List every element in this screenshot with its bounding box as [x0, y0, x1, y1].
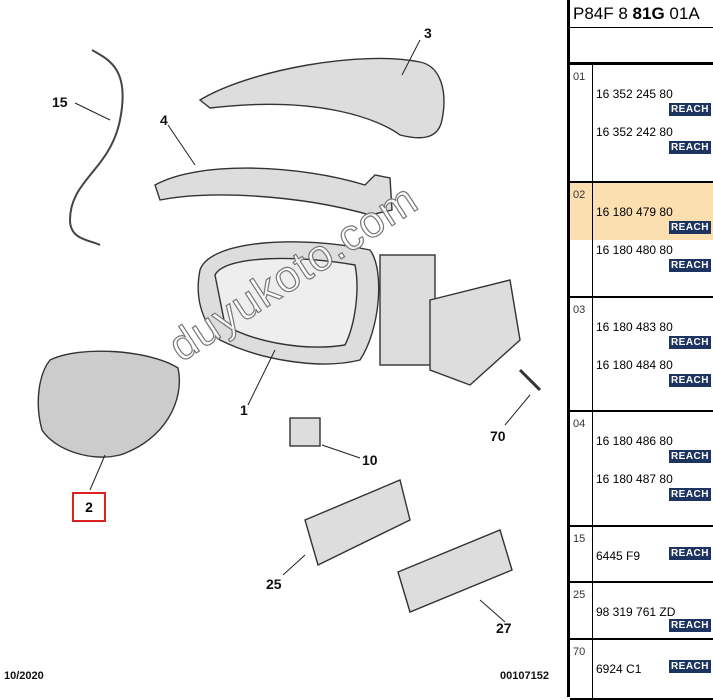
part-number[interactable]: 6924 C1: [596, 662, 642, 676]
title-suffix: 01A: [664, 4, 700, 23]
part-number[interactable]: 6445 F9: [596, 549, 641, 563]
callout-4[interactable]: 4: [160, 112, 168, 128]
row-number: 25: [570, 583, 593, 638]
mirror-assembly-drawing: [37, 39, 542, 623]
exploded-parts-diagram: duyukoto.com 3 15 4 1 2 10 70 25 27 10/2…: [4, 25, 549, 682]
reach-badge: REACH: [668, 488, 711, 501]
part-switch-27: [397, 529, 513, 613]
callout-15[interactable]: 15: [52, 94, 68, 110]
part-number[interactable]: 16 180 479 80: [596, 205, 673, 219]
part-mirror-glass: [37, 350, 180, 458]
row-number: 03: [570, 298, 593, 410]
reach-badge: REACH: [668, 141, 711, 154]
row-number: 02: [570, 183, 593, 296]
reach-badge: REACH: [668, 374, 711, 387]
reach-badge: REACH: [668, 547, 711, 560]
row-number: 04: [570, 412, 593, 525]
part-number[interactable]: 98 319 761 ZD: [596, 605, 676, 619]
callout-25[interactable]: 25: [266, 576, 282, 592]
callout-2-selected[interactable]: 2: [72, 492, 106, 522]
reach-badge: REACH: [668, 336, 711, 349]
title-prefix: P84F 8: [573, 4, 633, 23]
reach-badge: REACH: [668, 660, 711, 673]
row-number: 01: [570, 65, 593, 181]
part-trim-strip: [154, 167, 393, 216]
row-number: 70: [570, 640, 593, 698]
reach-badge: REACH: [668, 103, 711, 116]
part-wire-harness: [68, 49, 124, 246]
part-number[interactable]: 16 352 245 80: [596, 87, 673, 101]
reach-badge: REACH: [668, 221, 711, 234]
row-number: 15: [570, 527, 593, 581]
reach-badge: REACH: [668, 259, 711, 272]
callout-70[interactable]: 70: [490, 428, 506, 444]
reach-badge: REACH: [668, 619, 711, 632]
part-number[interactable]: 16 180 484 80: [596, 358, 673, 372]
table-title: P84F 8 81G 01A: [570, 0, 713, 28]
part-switch-25: [304, 479, 411, 566]
part-mirror-cover: [198, 57, 445, 139]
part-number[interactable]: 16 180 487 80: [596, 472, 673, 486]
drawing-number: 00107152: [500, 670, 549, 682]
callout-1[interactable]: 1: [240, 402, 248, 418]
table-header-blank: [570, 28, 713, 65]
callout-3[interactable]: 3: [424, 25, 432, 41]
part-number[interactable]: 16 352 242 80: [596, 125, 673, 139]
part-10: [289, 417, 321, 447]
callout-10[interactable]: 10: [362, 452, 378, 468]
diagram-date: 10/2020: [4, 670, 44, 682]
part-number[interactable]: 16 180 480 80: [596, 243, 673, 257]
callout-27[interactable]: 27: [496, 620, 512, 636]
title-bold: 81G: [632, 4, 665, 23]
part-number[interactable]: 16 180 486 80: [596, 434, 673, 448]
reach-badge: REACH: [668, 450, 711, 463]
part-number[interactable]: 16 180 483 80: [596, 320, 673, 334]
